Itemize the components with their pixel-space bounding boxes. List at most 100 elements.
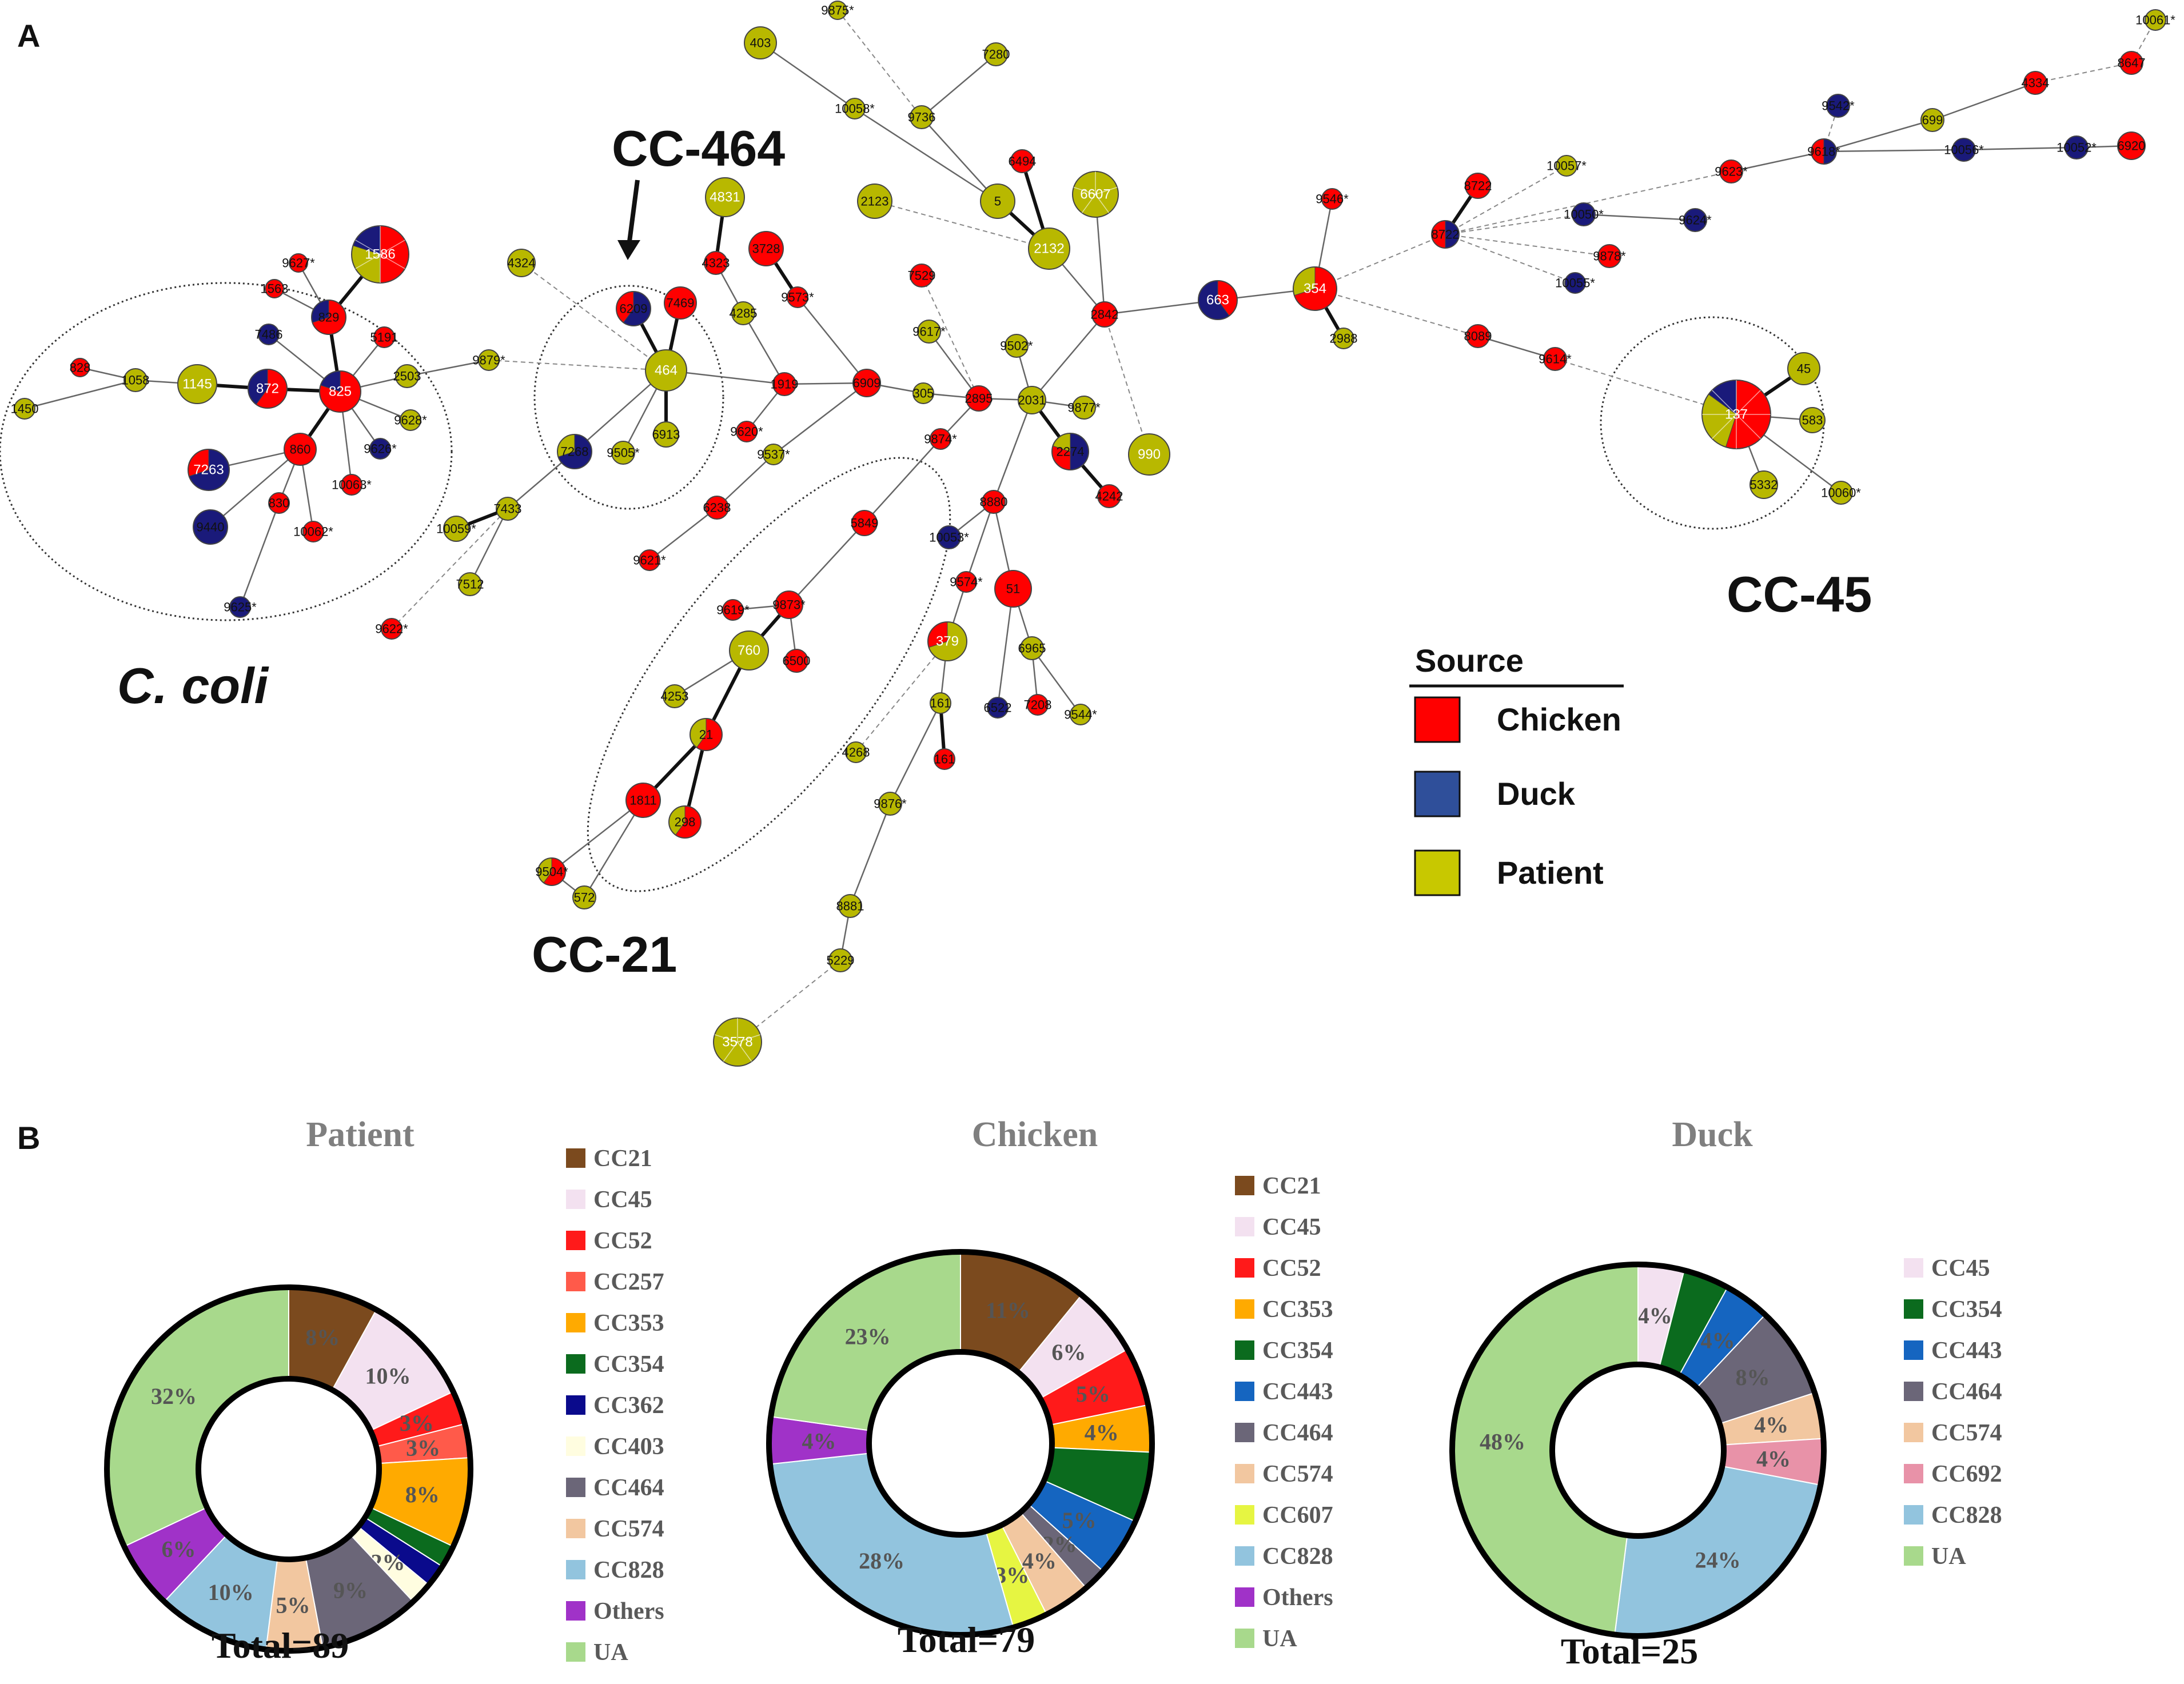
node-st-699: 699 [1920, 108, 1944, 132]
legend-swatch-cc464 [566, 1478, 585, 1497]
legend-swatch-cc403 [566, 1436, 585, 1456]
node-st-4831: 4831 [705, 177, 745, 217]
node-st-5332: 5332 [1749, 470, 1778, 499]
legend-swatch-cc692 [1904, 1464, 1923, 1483]
node-label: 9873* [772, 598, 806, 612]
node-label: 2503 [393, 369, 421, 384]
legend-label-cc574: CC574 [1262, 1461, 1333, 1487]
edge-9440-860 [210, 449, 301, 528]
donut-pct-label: 4% [1638, 1303, 1672, 1328]
legend-swatch-cc45 [1904, 1258, 1923, 1278]
node-st-9626-star: 9626* [364, 438, 397, 460]
node-label: 9736 [908, 110, 936, 125]
legend-swatch-cc45 [1235, 1217, 1254, 1236]
node-st-2274: 2274 [1051, 433, 1089, 470]
donut-pct-label: 8% [1736, 1364, 1770, 1390]
node-st-10053-star: 10053* [929, 525, 969, 549]
donut-outer-ring [766, 1249, 1155, 1638]
legend-label-cc354: CC354 [593, 1351, 664, 1378]
node-st-161a: 161 [930, 692, 951, 714]
legend-swatch-cc443 [1235, 1382, 1254, 1401]
node-st-1058: 1058 [122, 368, 149, 392]
node-label: 10053* [929, 530, 969, 545]
node-label: 5 [994, 194, 1001, 209]
node-label: 8089 [1464, 329, 1492, 344]
node-st-5191: 5191 [370, 326, 398, 348]
node-st-8881: 8881 [836, 894, 864, 918]
donut-total: Total=89 [212, 1625, 349, 1666]
node-label: 51 [1006, 582, 1020, 596]
node-st-9876-star: 9876* [874, 792, 907, 816]
legend-label-cc828: CC828 [1931, 1502, 2002, 1529]
edge-5849-9874* [864, 438, 941, 524]
donut-pct-label: 10% [365, 1363, 411, 1389]
node-label: 403 [750, 36, 771, 50]
edge-1811-9504* [551, 800, 644, 872]
node-st-1450: 1450 [11, 398, 38, 420]
node-st-4323: 4323 [702, 251, 730, 275]
edge-9617*-2895 [928, 331, 980, 399]
node-label: 9618* [1807, 145, 1840, 159]
node-label: 9878* [1593, 249, 1626, 264]
node-label: 6500 [783, 654, 811, 668]
donut-pct-label: 8% [305, 1324, 340, 1350]
donut-pct-label: 6% [1051, 1339, 1086, 1365]
donut-pct-label: 5% [276, 1592, 310, 1618]
edge-5-9736 [921, 117, 998, 202]
node-label: 5332 [1750, 478, 1778, 492]
legend-label-ua: UA [593, 1639, 628, 1666]
node-st-6965: 6965 [1018, 636, 1046, 660]
edge-8722b-10050* [1445, 214, 1584, 235]
legend-label-cc257: CC257 [593, 1269, 664, 1295]
legend-swatch-cc354 [1235, 1340, 1254, 1360]
edge-8880-9574* [965, 501, 995, 582]
edge-1450-1058 [24, 379, 136, 410]
node-label: 9876* [874, 797, 907, 811]
node-label: 9617* [912, 325, 946, 339]
node-st-6920: 6920 [2117, 131, 2146, 160]
donut-chart-duck: Duck4%4%8%4%4%24%48%Total=25CC45CC354CC4… [1449, 1115, 2002, 1671]
node-label: 7263 [193, 462, 224, 478]
node-st-6494: 6494 [1009, 149, 1036, 173]
cluster-outline-0 [0, 282, 453, 621]
node-label: 830 [269, 496, 290, 510]
node-label: 9621* [633, 553, 666, 568]
node-label: 825 [329, 384, 352, 400]
legend-label-cc52: CC52 [1262, 1255, 1321, 1282]
legend-label-others: Others [1262, 1585, 1333, 1611]
node-label: 3728 [752, 242, 780, 256]
node-label: 4268 [842, 745, 870, 760]
legend-label-cc828: CC828 [1262, 1543, 1333, 1570]
node-label: 9502* [1000, 339, 1033, 353]
node-st-354: 354 [1293, 266, 1337, 311]
edge-8722b-10055* [1445, 234, 1576, 284]
donut-pct-label: 24% [1695, 1547, 1741, 1573]
node-label: 1563 [261, 282, 289, 296]
edge-5229-3578 [737, 960, 841, 1043]
node-label: 2988 [1330, 332, 1358, 346]
node-st-760: 760 [729, 630, 769, 671]
edge-9622*-7433 [391, 508, 508, 629]
node-st-830: 830 [268, 492, 290, 514]
legend-label-cc828: CC828 [593, 1557, 664, 1583]
node-label: 7469 [667, 296, 695, 310]
node-st-7263: 7263 [188, 449, 230, 491]
legend-label-cc464: CC464 [1931, 1379, 2002, 1405]
legend-label-others: Others [593, 1598, 664, 1625]
network-edges [24, 10, 2156, 1043]
node-label: 7433 [494, 502, 522, 516]
legend-swatch-cc828 [566, 1560, 585, 1579]
donut-title: Patient [306, 1115, 415, 1154]
node-label: 9879* [472, 353, 505, 368]
node-label: 699 [1922, 113, 1943, 127]
node-st-663: 663 [1198, 280, 1238, 320]
legend-swatch-ua [566, 1642, 585, 1662]
edge-10050*-9624* [1583, 213, 1696, 221]
legend-swatch-cc574 [566, 1519, 585, 1538]
node-label: 305 [913, 386, 934, 401]
legend-label-cc443: CC443 [1931, 1338, 2002, 1364]
edge-9873*-5849 [788, 522, 865, 605]
legend-label-cc354: CC354 [1931, 1296, 2002, 1323]
node-st-10057-star: 10057* [1547, 155, 1587, 177]
